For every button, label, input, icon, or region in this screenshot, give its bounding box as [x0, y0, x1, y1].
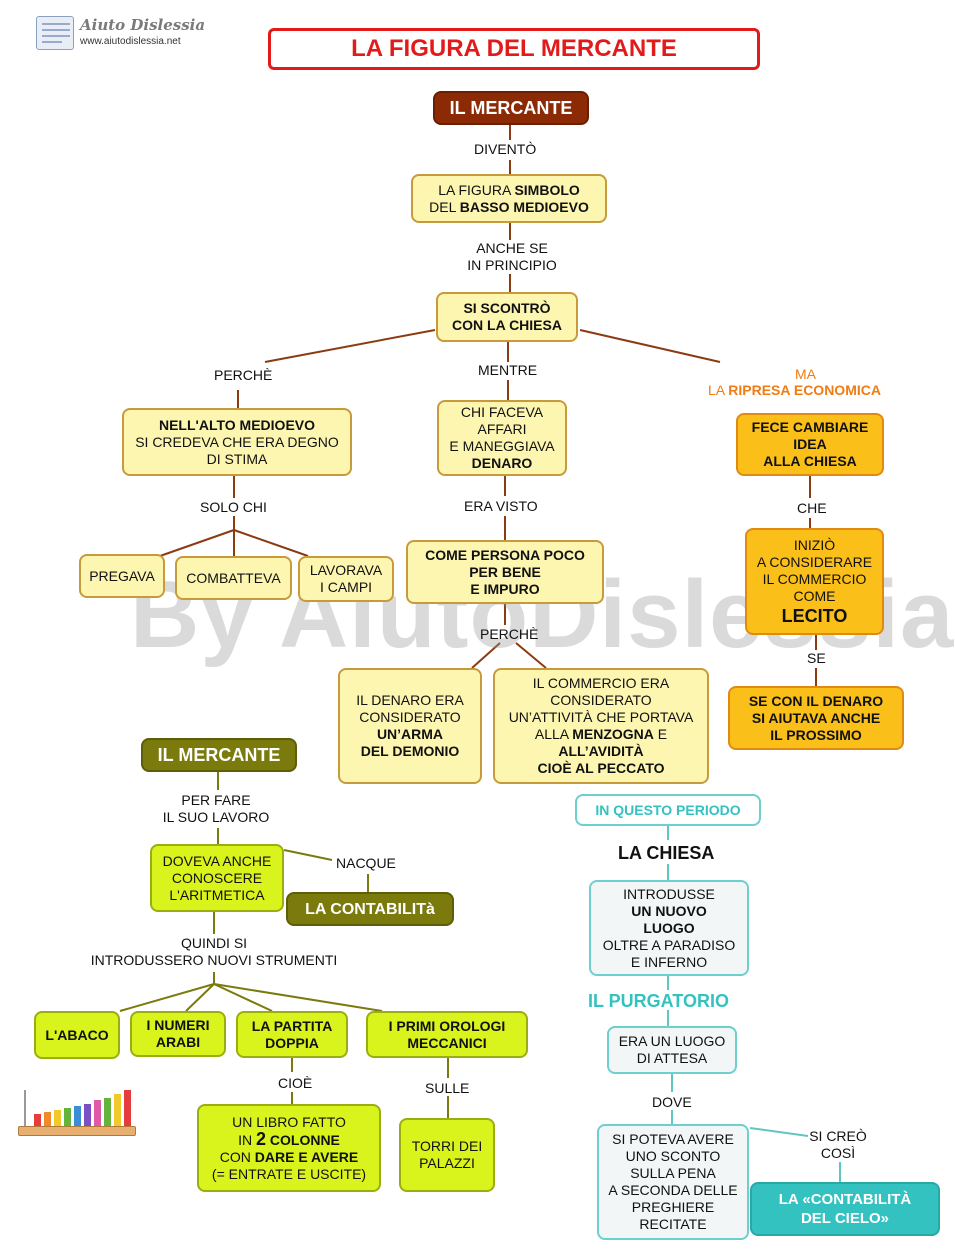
logo-name: Aiuto Dislessia	[80, 16, 206, 34]
node-inizio-lecito: INIZIÒ A CONSIDERARE IL COMMERCIO COME L…	[745, 528, 884, 635]
node-pregava: PREGAVA	[79, 554, 165, 598]
node-chi-faceva: CHI FACEVA AFFARI E MANEGGIAVA DENARO	[437, 400, 567, 476]
logo: Aiuto Dislessia www.aiutodislessia.net	[34, 14, 205, 54]
page-title-text: LA FIGURA DEL MERCANTE	[351, 35, 677, 62]
root-mercante: IL MERCANTE	[433, 91, 589, 125]
node-figura-simbolo: LA FIGURA SIMBOLO DEL BASSO MEDIOEVO	[411, 174, 607, 223]
node-libro-colonne: UN LIBRO FATTO IN 2 COLONNE CON DARE E A…	[197, 1104, 381, 1192]
node-abaco: L'ABACO	[34, 1011, 120, 1059]
label-cioe: CIOÈ	[278, 1075, 313, 1091]
label-nacque: NACQUE	[336, 855, 396, 871]
label-mentre: MENTRE	[478, 362, 538, 378]
label-ripresa: LA RIPRESA ECONOMICA	[708, 382, 881, 398]
label-divento: DIVENTÒ	[474, 141, 537, 157]
label-sulle: SULLE	[425, 1080, 470, 1096]
node-arma-demonio: IL DENARO ERA CONSIDERATO UN’ARMA DEL DE…	[338, 668, 482, 784]
node-aritmetica: DOVEVA ANCHE CONOSCERE L'ARITMETICA	[150, 844, 284, 912]
book-icon	[36, 16, 74, 50]
label-se: SE	[807, 650, 826, 666]
label-perche: PERCHÈ	[214, 367, 273, 383]
page-title: LA FIGURA DEL MERCANTE	[268, 28, 760, 70]
node-nuovo-luogo: INTRODUSSE UN NUOVO LUOGO OLTRE A PARADI…	[589, 880, 749, 976]
node-contabilita: LA CONTABILITà	[286, 892, 454, 926]
label-solo-chi: SOLO CHI	[200, 499, 267, 515]
node-periodo: IN QUESTO PERIODO	[575, 794, 761, 826]
abacus-icon	[18, 1086, 136, 1140]
label-che: CHE	[797, 500, 827, 516]
logo-url: www.aiutodislessia.net	[80, 36, 181, 47]
label-perche-2: PERCHÈ	[480, 626, 539, 642]
root-mercante-2: IL MERCANTE	[141, 738, 297, 772]
node-alto-medioevo: NELL'ALTO MEDIOEVO SI CREDEVA CHE ERA DE…	[122, 408, 352, 476]
label-era-visto: ERA VISTO	[464, 498, 538, 514]
label-ma: MA	[795, 366, 816, 382]
label-purgatorio: IL PURGATORIO	[588, 991, 730, 1011]
node-sconto-pena: SI POTEVA AVERE UNO SCONTO SULLA PENA A …	[597, 1124, 749, 1240]
label-la-chiesa: LA CHIESA	[618, 843, 715, 863]
node-commercio-peccato: IL COMMERCIO ERA CONSIDERATO UN’ATTIVITÀ…	[493, 668, 709, 784]
node-combatteva: COMBATTEVA	[175, 556, 292, 600]
label-dove: DOVE	[652, 1094, 692, 1110]
